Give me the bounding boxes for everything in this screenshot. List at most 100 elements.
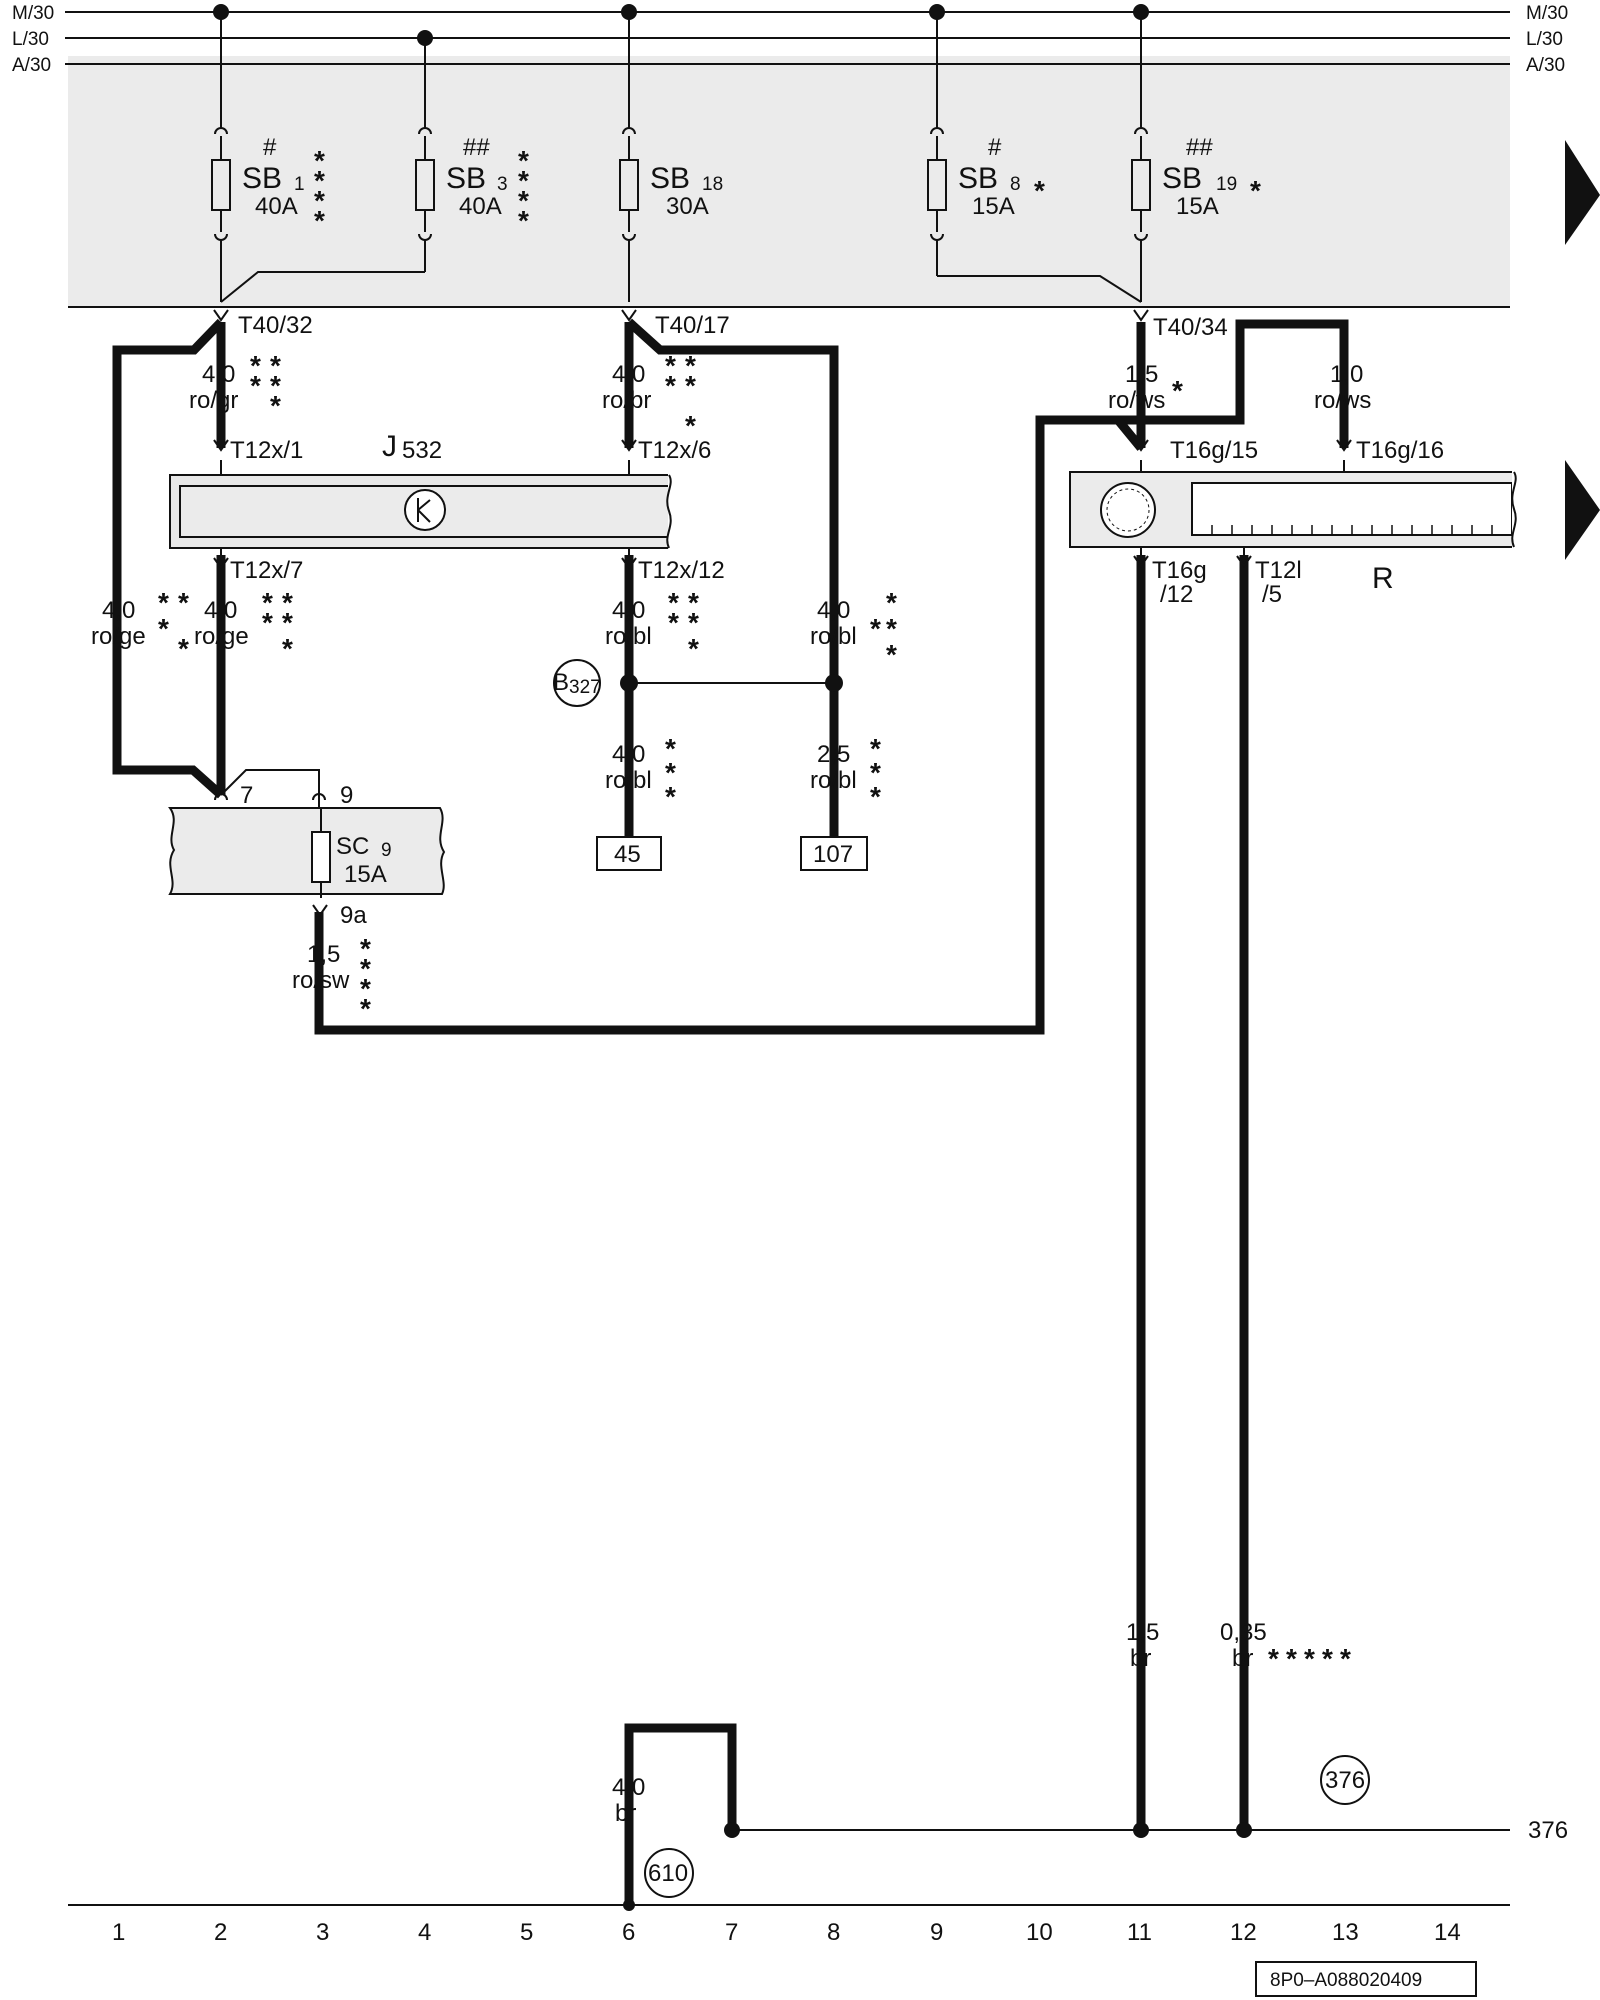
ground-point-610: 610: [644, 1848, 694, 1898]
fuse-sb8: # SB 8 15A *: [927, 12, 1142, 303]
svg-text:br: br: [615, 1800, 636, 1827]
svg-text:3: 3: [316, 1919, 329, 1946]
svg-text:SB: SB: [958, 162, 998, 195]
svg-text:7: 7: [240, 782, 253, 809]
svg-text:ro/bl: ro/bl: [605, 623, 652, 650]
power-rails: M/30 L/30 A/30 M/30 L/30 A/30: [12, 3, 1568, 76]
svg-text:*: *: [1034, 175, 1045, 206]
svg-text:*: *: [262, 607, 273, 638]
svg-text:T12x/7: T12x/7: [230, 557, 303, 584]
svg-text:T16g/15: T16g/15: [1170, 437, 1258, 464]
svg-text:*: *: [270, 370, 281, 401]
svg-text:*: *: [870, 613, 881, 644]
svg-text:#: #: [263, 134, 277, 161]
pin-label: T40/17: [655, 312, 730, 339]
svg-text:9: 9: [930, 1919, 943, 1946]
svg-text:T16g/16: T16g/16: [1356, 437, 1444, 464]
svg-text:4,0: 4,0: [102, 597, 135, 624]
svg-text:327: 327: [569, 677, 601, 698]
svg-text:30A: 30A: [666, 193, 709, 220]
svg-text:#: #: [988, 134, 1002, 161]
svg-text:40A: 40A: [255, 193, 298, 220]
svg-text:4,0: 4,0: [612, 361, 645, 388]
svg-text:br: br: [1232, 1645, 1253, 1672]
rail-label-a30: A/30: [12, 55, 51, 76]
svg-text:*: *: [688, 587, 699, 618]
svg-text:4,0: 4,0: [612, 1774, 645, 1801]
svg-text:*: *: [665, 757, 676, 788]
svg-text:7: 7: [725, 1919, 738, 1946]
svg-text:*: *: [360, 973, 371, 1004]
svg-text:*: *: [665, 781, 676, 812]
svg-text:1,5: 1,5: [1125, 361, 1158, 388]
svg-text:532: 532: [402, 437, 442, 464]
svg-text:SB: SB: [242, 162, 282, 195]
svg-text:*: *: [262, 587, 273, 618]
svg-text:45: 45: [614, 841, 641, 868]
svg-text:T16g: T16g: [1152, 557, 1207, 584]
fuse-sb19: ## SB 19 15A *: [1131, 12, 1261, 302]
splice-b327: B 327: [553, 659, 601, 707]
svg-text:*: *: [314, 145, 325, 176]
svg-text:15A: 15A: [1176, 193, 1219, 220]
svg-text:9: 9: [340, 782, 353, 809]
svg-text:*: *: [688, 633, 699, 664]
svg-text:*: *: [886, 587, 897, 618]
component-sc9: SC 9 15A: [168, 769, 446, 898]
svg-text:R: R: [1372, 562, 1394, 595]
wire-harness: [112, 318, 1349, 1905]
svg-text:*: *: [360, 993, 371, 1024]
svg-text:2,5: 2,5: [817, 741, 850, 768]
component-j532: J 532: [169, 430, 678, 560]
svg-text:ro/ws: ro/ws: [1108, 387, 1165, 414]
svg-text:2: 2: [214, 1919, 227, 1946]
ground-point-376: 376: [1320, 1755, 1370, 1805]
svg-text:ro/ws: ro/ws: [1314, 387, 1371, 414]
svg-text:4,0: 4,0: [612, 597, 645, 624]
svg-text:/12: /12: [1160, 581, 1193, 608]
doc-code: 8P0–A088020409: [1270, 1970, 1422, 1991]
svg-text:SB: SB: [650, 162, 690, 195]
svg-text:6: 6: [622, 1919, 635, 1946]
svg-text:4,0: 4,0: [204, 597, 237, 624]
rail-label-l30-right: L/30: [1526, 29, 1563, 50]
svg-text:*: *: [1340, 1643, 1351, 1674]
svg-text:T12l: T12l: [1255, 557, 1302, 584]
svg-text:8: 8: [827, 1919, 840, 1946]
svg-text:/5: /5: [1262, 581, 1282, 608]
svg-text:br: br: [1130, 1645, 1151, 1672]
svg-text:*: *: [250, 370, 261, 401]
svg-text:12: 12: [1230, 1919, 1257, 1946]
svg-text:4,0: 4,0: [817, 597, 850, 624]
svg-text:*: *: [1250, 175, 1261, 206]
pin-label: T40/34: [1153, 314, 1228, 341]
svg-text:*: *: [178, 587, 189, 618]
svg-text:4,0: 4,0: [202, 361, 235, 388]
svg-text:ro/bl: ro/bl: [605, 767, 652, 794]
svg-text:ro/br: ro/br: [602, 387, 651, 414]
fuse-sb3: ## SB 3 40A ** **: [220, 38, 529, 303]
svg-text:*: *: [665, 733, 676, 764]
svg-text:18: 18: [702, 174, 723, 195]
svg-text:1: 1: [112, 1919, 125, 1946]
continuation-arrow-icon: [1565, 460, 1600, 560]
svg-text:*: *: [158, 613, 169, 644]
svg-text:*: *: [518, 145, 529, 176]
svg-text:*: *: [270, 390, 281, 421]
svg-text:*: *: [282, 587, 293, 618]
svg-text:J: J: [382, 430, 397, 463]
svg-text:*: *: [1304, 1643, 1315, 1674]
svg-text:*: *: [870, 757, 881, 788]
svg-text:*: *: [518, 205, 529, 236]
svg-text:ro/ge: ro/ge: [91, 623, 146, 650]
svg-text:*: *: [685, 370, 696, 401]
svg-text:*: *: [870, 733, 881, 764]
svg-text:610: 610: [648, 1860, 688, 1887]
svg-text:15A: 15A: [972, 193, 1015, 220]
column-ruler: 1 2 3 4 5 6 7 8 9 10 11 12 13 14: [68, 1904, 1510, 1946]
svg-text:10: 10: [1026, 1919, 1053, 1946]
svg-text:B: B: [553, 669, 569, 696]
svg-text:*: *: [518, 165, 529, 196]
svg-text:1: 1: [294, 174, 305, 195]
